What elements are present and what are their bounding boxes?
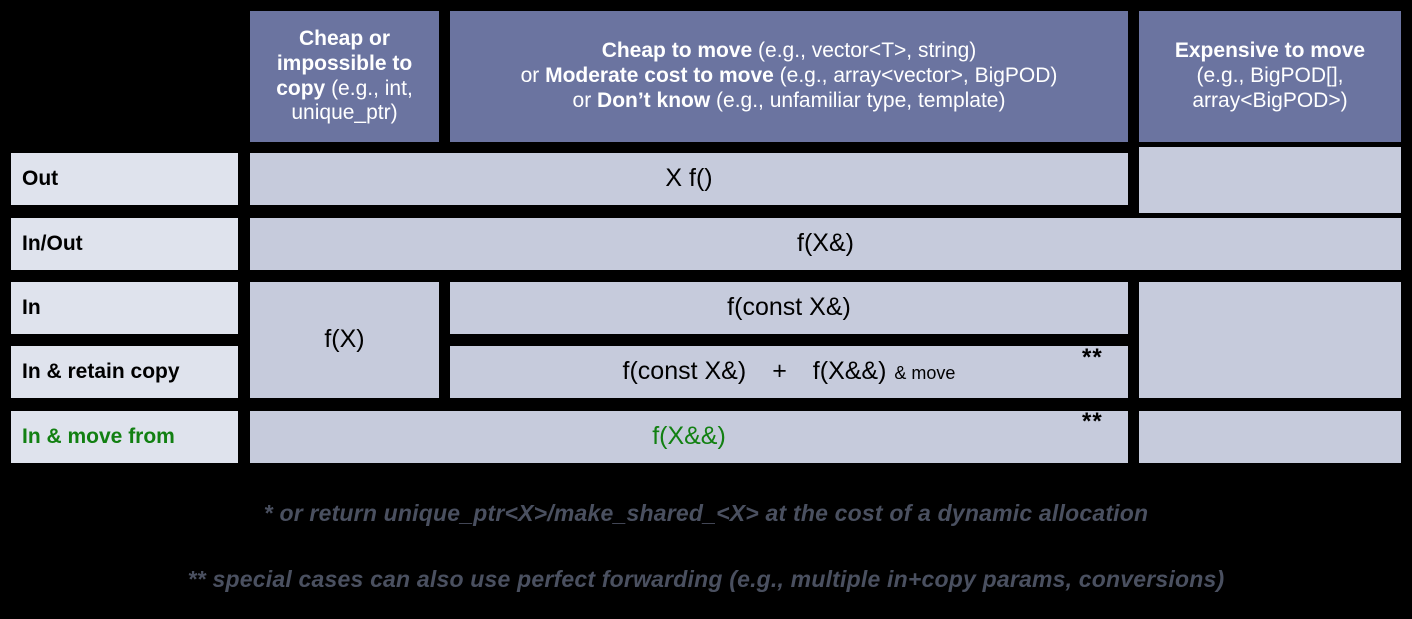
row-label-out-text: Out [22,166,59,190]
header-expensive-move-example: (e.g., BigPOD[], array<BigPOD>) [1192,64,1348,112]
cell-out-xf-text: X f() [665,164,713,193]
row-label-in: In [11,282,238,334]
header-moderate-move-bold: Moderate cost to move [545,64,774,88]
cell-move-from-fxrvalue-text: f(X&&) [652,422,726,451]
row-label-in-retain-copy-text: In & retain copy [22,359,180,383]
header-cheap-to-move: Cheap to move (e.g., vector<T>, string) … [450,11,1128,142]
footnote-double-star: ** special cases can also use perfect fo… [187,566,1225,592]
cell-move-from-fxrvalue: f(X&&) [250,411,1128,463]
cell-in-fconstxref-text: f(const X&) [727,293,851,322]
cell-retain-copy-and-move: & move [894,363,956,384]
cell-retain-copy-const-ref: f(const X&) [622,357,747,386]
footnote-marker-move-from: ** [1082,408,1103,435]
cell-in-cheapcopy-fx-text: f(X) [324,325,365,354]
cell-out-expensive-empty [1139,147,1401,213]
cell-retain-copy-rvalue-ref: f(X&&) [812,357,887,386]
row-label-in-out: In/Out [11,218,238,270]
footnote-marker-retain-copy: ** [1082,344,1103,371]
cell-move-from-expensive-empty [1139,411,1401,463]
cell-in-fconstxref: f(const X&) [450,282,1128,334]
row-label-in-move-from-text: In & move from [22,424,175,448]
cell-inout-fxref-text: f(X&) [797,229,854,258]
header-expensive-to-move: Expensive to move (e.g., BigPOD[], array… [1139,11,1401,142]
row-label-out: Out [11,153,238,205]
header-expensive-move-bold: Expensive to move [1174,39,1366,63]
header-dont-know-example: (e.g., unfamiliar type, template) [710,88,1006,112]
footnote-single-star: * or return unique_ptr<X>/make_shared_<X… [263,500,1149,526]
header-cheap-or-impossible-to-copy: Cheap or impossible to copy (e.g., int, … [250,11,439,142]
header-or-2: or [520,64,546,88]
cell-retain-copy-plus: + [772,357,787,386]
header-moderate-move-example: (e.g., array<vector>, BigPOD) [773,64,1058,88]
header-cheap-copy-example: (e.g., int, unique_ptr) [291,76,413,125]
row-label-in-out-text: In/Out [22,231,83,255]
cell-retain-copy-signature: f(const X&) + f(X&&) & move [450,346,1128,398]
cell-out-xf: X f() [250,153,1128,205]
row-label-in-move-from: In & move from [11,411,238,463]
header-dont-know-bold: Don’t know [597,88,711,112]
cell-in-cheapcopy-fx: f(X) [250,282,439,398]
header-cheap-move-example: (e.g., vector<T>, string) [752,39,977,63]
row-label-in-text: In [22,295,41,319]
header-corner-empty [11,11,238,142]
cell-inout-fxref: f(X&) [250,218,1401,270]
header-or-3: or [572,88,598,112]
row-label-in-retain-copy: In & retain copy [11,346,238,398]
cell-in-expensive-empty [1139,282,1401,398]
header-cheap-copy-bold: Cheap or impossible to copy [276,26,413,100]
header-cheap-move-bold: Cheap to move [601,39,753,63]
